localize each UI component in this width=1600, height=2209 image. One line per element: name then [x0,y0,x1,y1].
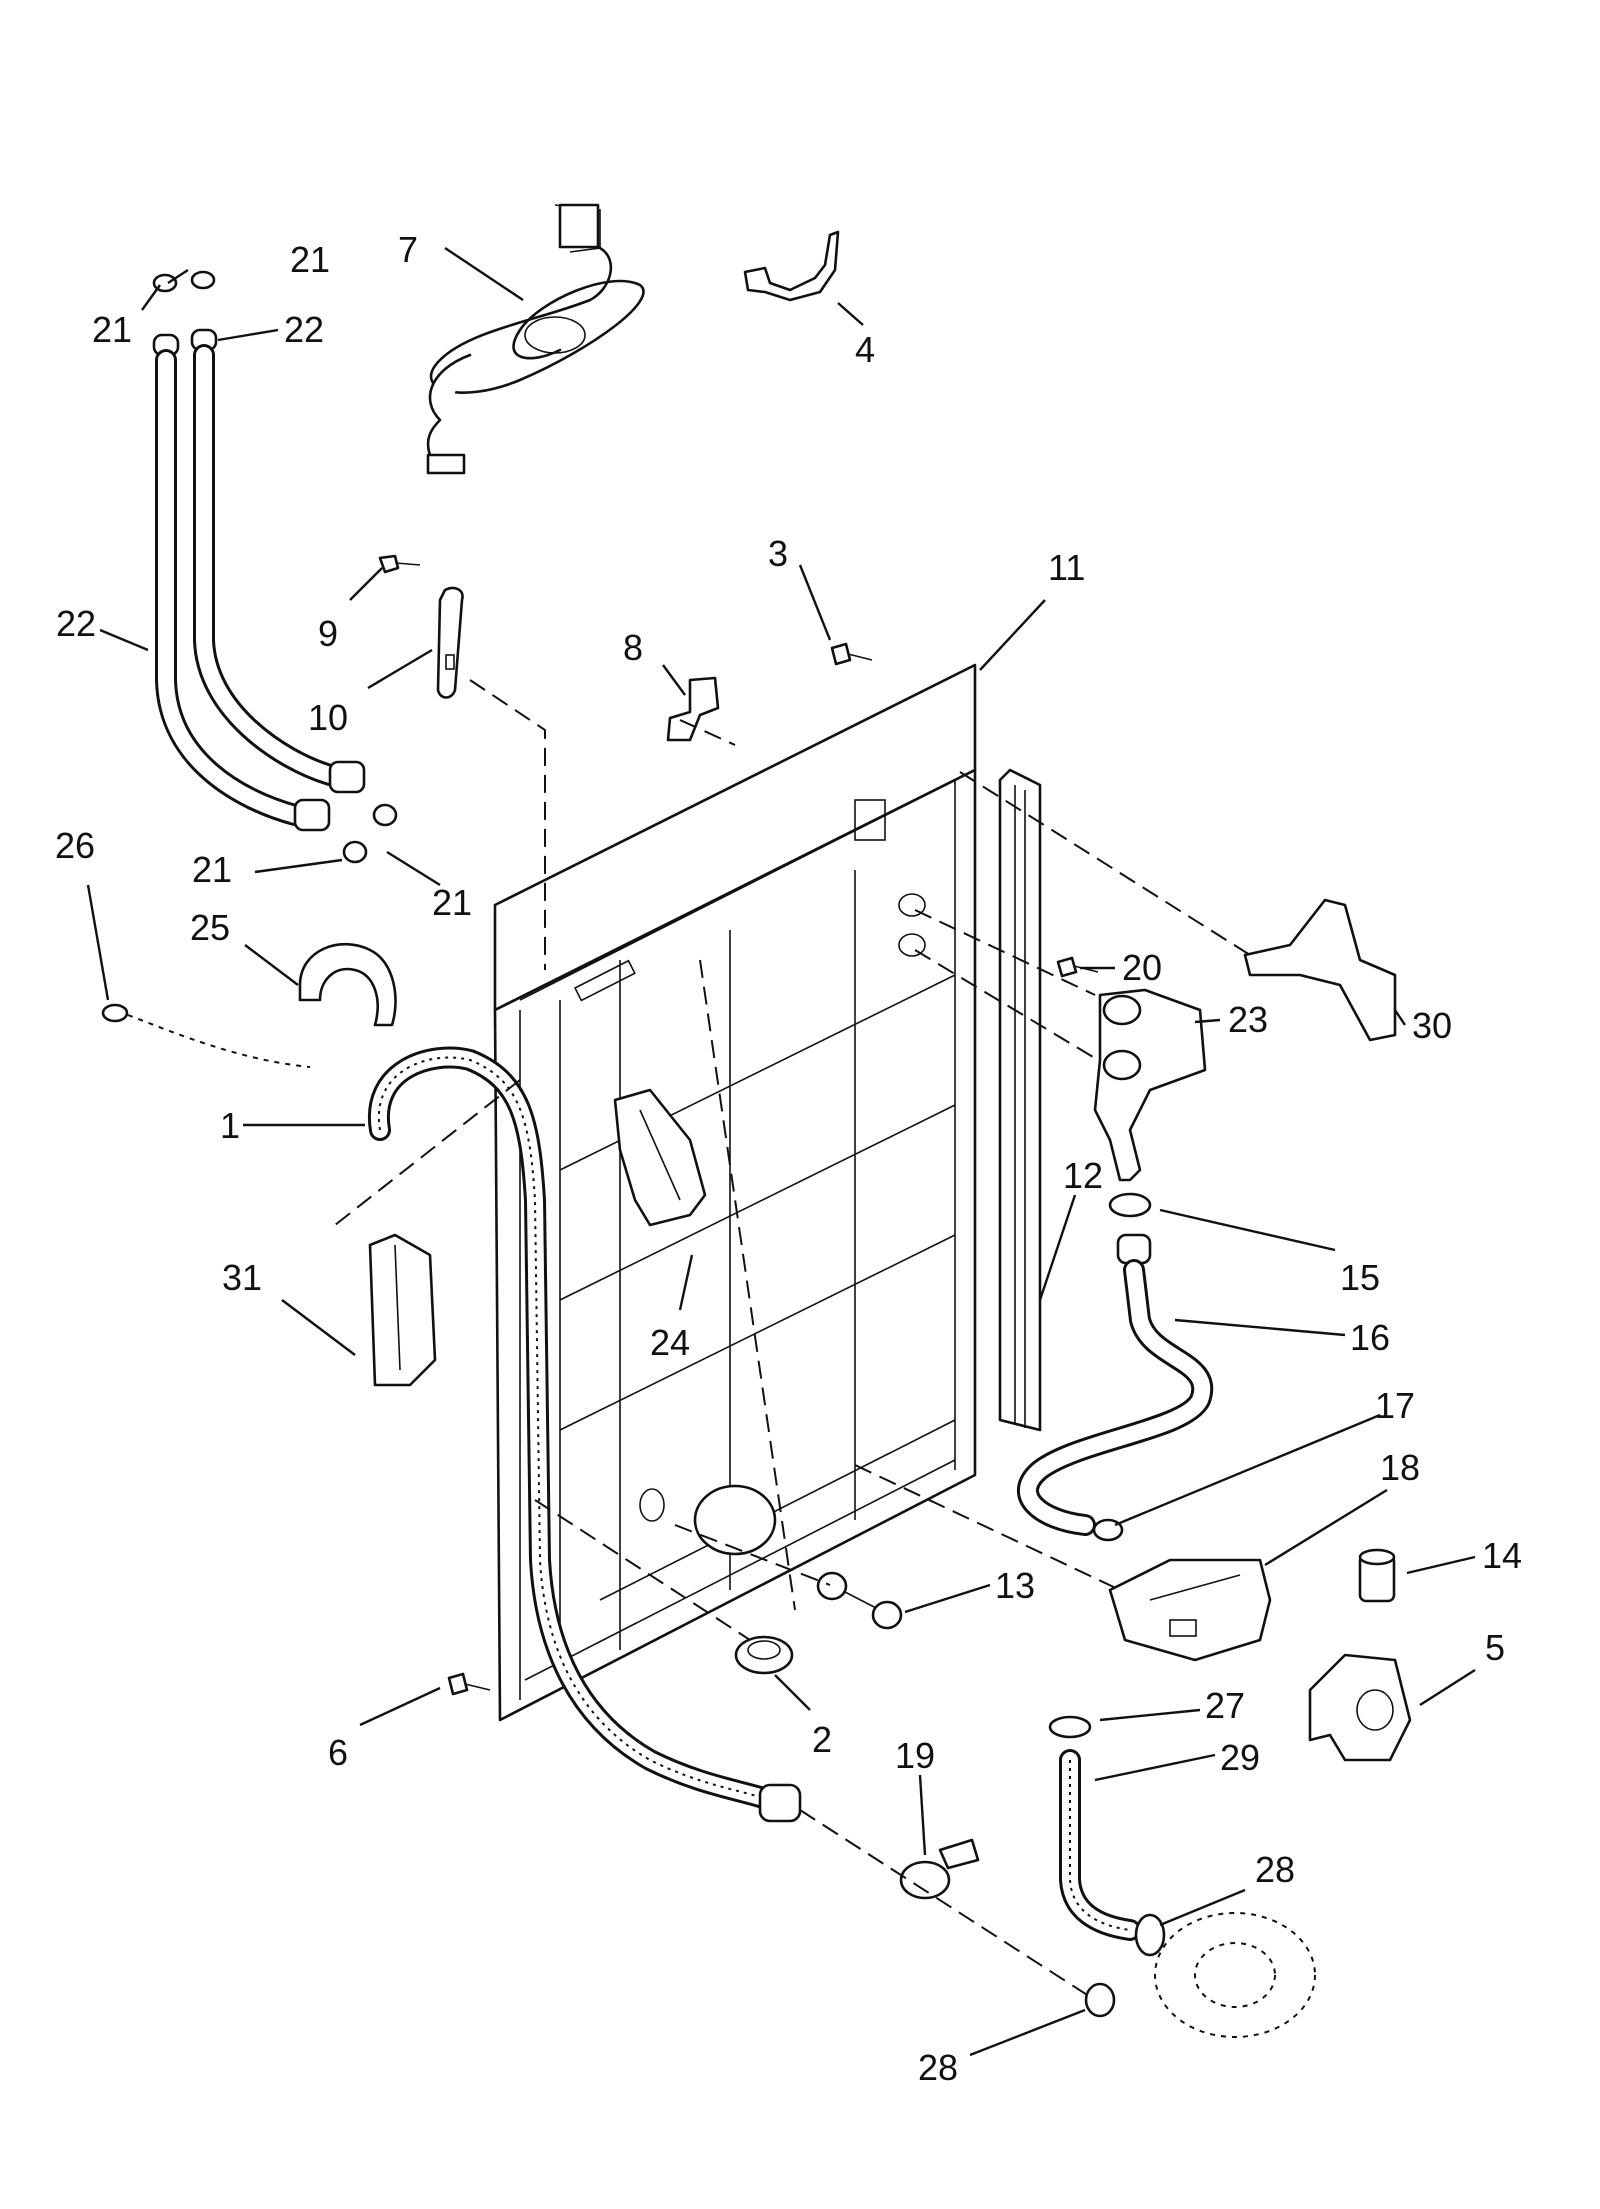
bracket-part [743,230,840,302]
clamp-19-part [899,1838,980,1900]
part-label-23: 23 [1228,999,1268,1040]
part-label-24: 24 [650,1322,690,1363]
fill-hose-part [1017,1233,1214,1536]
pump-hose-part [1048,1715,1316,2038]
part-label-16: 16 [1350,1317,1390,1358]
part-label-22: 22 [56,603,96,644]
part-label-22: 22 [284,309,324,350]
hose-clip-25-part [298,942,397,1027]
housing-part [1108,1558,1272,1662]
screw-20-part [1056,956,1099,978]
leader-lines [86,247,1476,2057]
tie-strap-part [101,1003,311,1068]
pump-part [1308,1653,1412,1762]
drain-hose-part [367,1046,802,1823]
assembly-lines [334,679,1251,2001]
part-label-5: 5 [1485,1627,1505,1668]
part-label-27: 28 [918,2047,958,2088]
clamp-2-part [734,1635,794,1675]
part-label-31: 31 [222,1257,262,1298]
part-label-21: 21 [432,882,472,923]
part-label-9: 9 [318,613,338,654]
trough-part [1243,898,1397,1042]
part-label-6: 6 [328,1732,348,1773]
part-label-28: 28 [1255,1849,1295,1890]
part-label-25: 25 [190,907,230,948]
part-label-14: 14 [1482,1535,1522,1576]
part-label-17: 17 [1375,1385,1415,1426]
part-label-21: 21 [92,309,132,350]
part-label-7: 7 [398,229,418,270]
screw-6-part [447,1672,491,1696]
part-label-19: 19 [895,1735,935,1776]
part-label-20: 20 [1122,947,1162,988]
part-label-29: 29 [1220,1737,1260,1778]
inlet-hoses-part [152,270,398,864]
part-label-18: 18 [1380,1447,1420,1488]
power-cord-part [426,203,645,475]
part-label-2: 2 [812,1719,832,1760]
part-label-11: 11 [1048,547,1085,588]
plug-part [816,1571,903,1630]
part-label-15: 15 [1340,1257,1380,1298]
screw-3-part [830,642,873,666]
top-clip-part [666,676,720,742]
clamp-15-part [1108,1192,1152,1218]
part-label-1: 1 [220,1105,240,1146]
part-label-8: 8 [623,627,643,668]
part-number-labels: 7 4 21 21 22 22 9 10 3 8 11 26 25 21 21 … [55,229,1522,2088]
part-label-4: 4 [855,329,875,370]
part-label-3: 3 [768,533,788,574]
water-valve-part [1093,988,1207,1182]
part-label-10: 10 [308,697,348,738]
bracket-24-part [613,1088,707,1227]
rear-panel-part [493,663,977,1722]
part-label-13: 13 [995,1565,1035,1606]
part-label-30: 30 [1412,1005,1452,1046]
bracket-31-part [368,1233,437,1387]
part-label-21: 21 [192,849,232,890]
side-channel-part [998,768,1042,1432]
part-label-26: 26 [55,825,95,866]
part-label-12: 12 [1063,1155,1103,1196]
screw-clip-part [378,554,464,699]
part-label-21: 21 [290,239,330,280]
capacitor-part [1358,1548,1396,1603]
part-label-28: 27 [1205,1685,1245,1726]
